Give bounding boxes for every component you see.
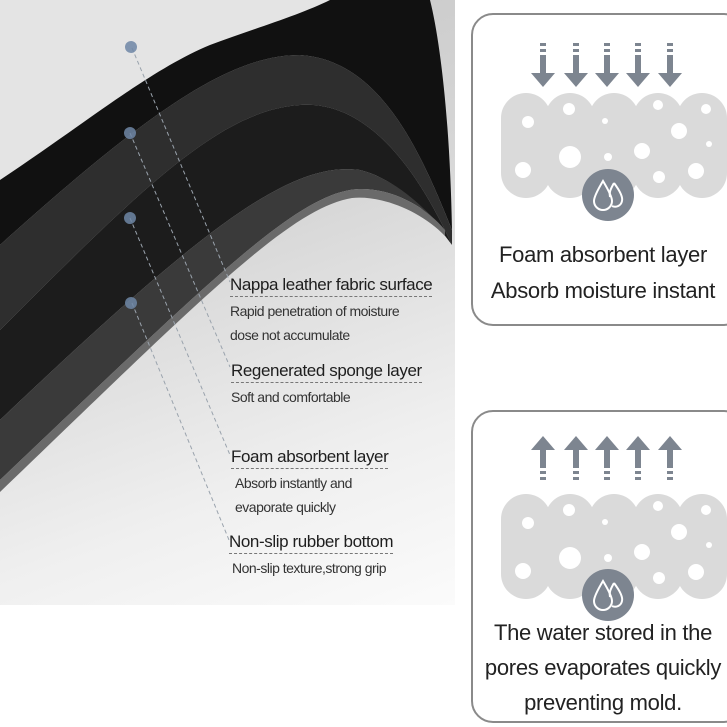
layer-diagram: Nappa leather fabric surface Rapid penet…: [0, 0, 455, 605]
layer-title: Foam absorbent layer: [231, 447, 389, 469]
absorb-illustration: [501, 43, 727, 221]
layer-label: Non-slip rubber bottom Non-slip texture,…: [229, 532, 394, 580]
evaporate-illustration: [501, 436, 727, 621]
layer-desc: evaporate quickly: [235, 499, 336, 515]
layer-title: Regenerated sponge layer: [231, 361, 422, 383]
layer-desc: Non-slip texture,strong grip: [232, 560, 387, 576]
layer-desc: Absorb instantly and: [235, 475, 352, 491]
layer-label: Regenerated sponge layer Soft and comfor…: [231, 361, 422, 409]
absorb-card: Foam absorbent layer Absorb moisture ins…: [471, 13, 727, 326]
up-arrows-icon: [531, 436, 682, 480]
layer-label: Nappa leather fabric surface Rapid penet…: [230, 275, 433, 347]
material-layers-illustration: [0, 0, 452, 541]
card-line: Foam absorbent layer: [499, 242, 707, 267]
foam-cells: [501, 494, 727, 599]
sponge-layer: [0, 55, 452, 330]
marker-dot: [125, 297, 137, 309]
water-drops-icon: [582, 569, 634, 621]
layer-desc: dose not accumulate: [230, 327, 350, 343]
layer-desc: Soft and comfortable: [231, 389, 351, 405]
card-line: pores evaporates quickly: [484, 655, 722, 680]
marker-dot: [124, 212, 136, 224]
layer-title: Non-slip rubber bottom: [229, 532, 394, 554]
water-drops-icon: [582, 169, 634, 221]
rubber-layer: [0, 169, 445, 481]
evaporate-card: The water stored in the pores evaporates…: [471, 410, 727, 723]
layer-label: Foam absorbent layer Absorb instantly an…: [231, 447, 389, 519]
card-line: Absorb moisture instant: [490, 278, 716, 303]
leather-layer: [0, 0, 452, 245]
down-arrows-icon: [531, 43, 682, 87]
foam-layer: [0, 104, 452, 420]
card-line: preventing mold.: [524, 690, 682, 715]
marker-dot: [125, 41, 137, 53]
marker-dot: [124, 127, 136, 139]
layer-title: Nappa leather fabric surface: [230, 275, 433, 297]
card-line: The water stored in the: [493, 620, 713, 645]
layer-desc: Rapid penetration of moisture: [230, 303, 400, 319]
fabric-surface-layer: [0, 0, 330, 180]
